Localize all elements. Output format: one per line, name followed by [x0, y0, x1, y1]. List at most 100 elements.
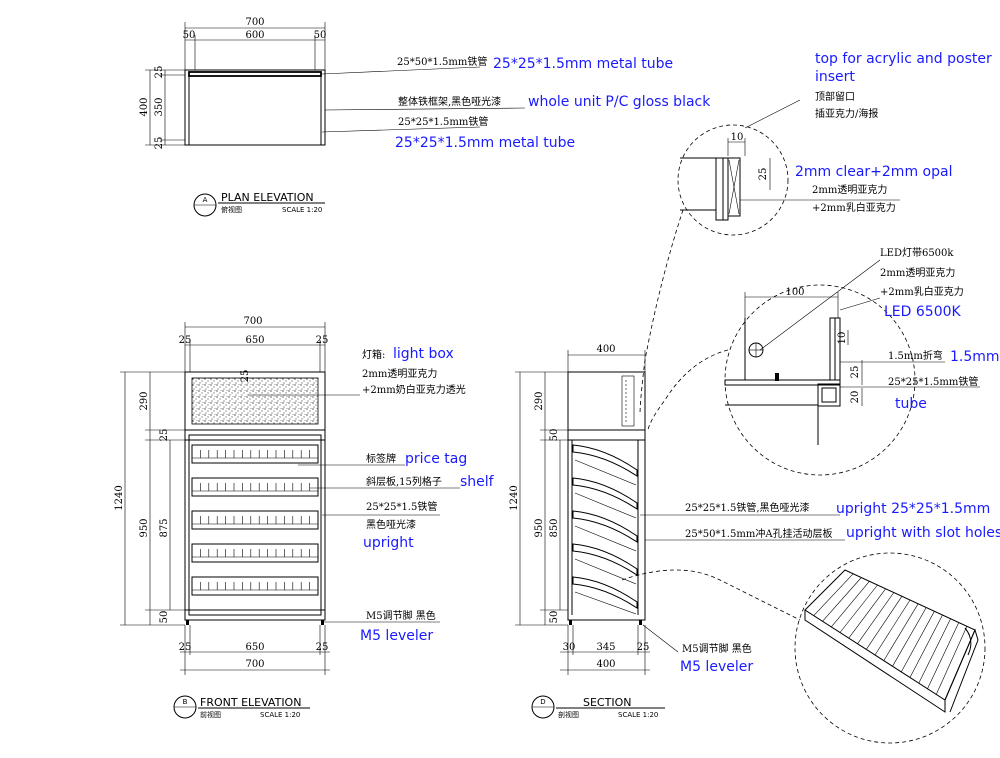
- detail-led: 100 LED灯带6500k 2mm透明亚克力 +2mm乳白亚克力 LED 65…: [647, 247, 1000, 476]
- section-shelf-3: [572, 510, 638, 543]
- section-dim-h-50a: 50: [549, 429, 560, 442]
- detail-led-dim-25: 25: [850, 366, 861, 379]
- section-shelf-1: [572, 444, 638, 477]
- front-dim-total-bot: 700: [245, 659, 264, 670]
- section-callout-leveler-cn: M5调节脚 黑色: [682, 642, 752, 655]
- section-dim-h-body: 950: [534, 518, 545, 537]
- detail-top-en-1: top for acrylic and poster: [815, 51, 992, 67]
- shelf-slat: [866, 596, 903, 650]
- section-title-cn: 剖视图: [558, 710, 579, 719]
- detail-led-cn-3: +2mm乳白亚克力: [880, 285, 964, 298]
- front-callout-black-cn: 黑色哑光漆: [366, 518, 416, 531]
- front-callout-lightbox-cn: 灯箱:: [362, 348, 385, 361]
- front-dim-w-left: 25: [179, 335, 192, 346]
- section-shelf-4: [572, 543, 638, 576]
- detail-top-cn-1: 顶部留口: [815, 90, 855, 103]
- shelf-slat: [883, 603, 919, 661]
- shelf-slat: [918, 618, 951, 684]
- section-title-letter: D: [540, 698, 545, 706]
- detail-led-dim-w: 100: [785, 287, 804, 298]
- front-shelf-5: [191, 576, 319, 596]
- front-elevation: 700 25 650 25 25 1240: [114, 316, 495, 719]
- lightbox-panel: [191, 377, 319, 425]
- detail-top-acrylic-cn-1: 2mm透明亚克力: [812, 183, 887, 196]
- detail-led-tube-en: tube: [895, 396, 927, 412]
- plan-callout-3-en: 25*25*1.5mm metal tube: [395, 135, 575, 151]
- front-callout-tube-cn: 25*25*1.5铁管: [366, 500, 437, 513]
- detail-top-acrylic-en: 2mm clear+2mm opal: [795, 164, 952, 180]
- front-dim-h-25: 25: [159, 429, 170, 442]
- front-callout-pricetag-en: price tag: [405, 451, 467, 467]
- section-dim-b-345: 345: [596, 642, 615, 653]
- section-dim-h-inner: 850: [549, 518, 560, 537]
- front-dim-b-left: 25: [179, 642, 192, 653]
- detail-top-cn-2: 插亚克力/海报: [815, 107, 878, 120]
- detail-led-dim-10: 10: [837, 332, 848, 345]
- plan-dim-h-top: 25: [154, 66, 165, 79]
- section-dim-b-25: 25: [637, 642, 650, 653]
- section-shelf-2: [572, 477, 638, 510]
- shelf-slat: [839, 584, 878, 633]
- front-mark-25: 25: [240, 370, 251, 383]
- detail-shelf: [621, 552, 986, 744]
- front-title-cn: 前视图: [200, 710, 221, 719]
- shelf-slat: [848, 588, 886, 639]
- front-dim-overall-h: 1240: [114, 485, 125, 510]
- front-shelf-4: [191, 543, 319, 563]
- section-callout-upright-en: upright 25*25*1.5mm: [836, 501, 990, 517]
- detail-led-bend-cn: 1.5mm折弯: [888, 349, 943, 362]
- section-shelves: [572, 444, 638, 615]
- front-dim-h-50: 50: [159, 611, 170, 624]
- section-callout-upright-cn: 25*25*1.5铁管,黑色哑光漆: [685, 501, 810, 514]
- front-title: FRONT ELEVATION: [200, 696, 301, 709]
- plan-outline: [184, 69, 326, 146]
- section-callout-leveler-en: M5 leveler: [680, 659, 753, 675]
- plan-dim-total: 700: [245, 17, 264, 28]
- section-callout-slot-en: upright with slot holes: [846, 525, 1000, 541]
- front-shelf-1: [191, 444, 319, 464]
- detail-led-cn-1: LED灯带6500k: [880, 247, 954, 259]
- shelf-slat: [831, 581, 870, 628]
- section-lightbox: [567, 371, 646, 431]
- section-dim-b-30: 30: [563, 642, 576, 653]
- plan-dim-middle: 600: [245, 30, 264, 41]
- plan-title-letter: A: [203, 196, 208, 204]
- front-shelves: [191, 444, 319, 596]
- shelf-slat: [901, 611, 935, 673]
- section-shelf-5: [572, 576, 638, 609]
- plan-dim-right: 50: [314, 30, 327, 41]
- section-dim-top-w: 400: [596, 344, 615, 355]
- section-dim-h-50b: 50: [549, 611, 560, 624]
- shelf-slat: [857, 592, 895, 644]
- front-dim-w-mid: 650: [245, 335, 264, 346]
- front-dim-b-right: 25: [316, 642, 329, 653]
- front-callout-upright-en: upright: [363, 535, 414, 551]
- section-callout-slot-cn: 25*50*1.5mm冲A孔挂活动层板: [685, 527, 833, 540]
- front-callout-leveler-cn: M5调节脚 黑色: [366, 609, 436, 622]
- shelf-slat: [822, 577, 862, 622]
- detail-top-dim-w: 10: [731, 132, 744, 143]
- plan-title-scale: SCALE 1:20: [282, 206, 322, 214]
- detail-top-dim-h: 25: [758, 168, 769, 181]
- section-view: 400 1240: [509, 344, 1000, 719]
- front-title-letter: B: [183, 698, 188, 706]
- shelf-slat: [936, 626, 968, 695]
- section-dim-overall-h: 1240: [509, 485, 520, 510]
- front-dim-b-mid: 650: [245, 642, 264, 653]
- section-title-scale: SCALE 1:20: [618, 711, 658, 719]
- plan-top-tube: [188, 71, 322, 77]
- front-callout-pricetag-cn: 标签牌: [366, 452, 396, 465]
- plan-callout-2-cn: 整体铁框架,黑色哑光漆: [398, 95, 501, 108]
- plan-dim-h-mid: 350: [154, 97, 165, 116]
- shelf-slat: [892, 607, 927, 667]
- front-shelf-2: [191, 477, 319, 497]
- plan-callout-3-cn: 25*25*1.5mm铁管: [398, 115, 488, 128]
- front-title-scale: SCALE 1:20: [260, 711, 300, 719]
- section-dim-b-total: 400: [596, 659, 615, 670]
- plan-title: PLAN ELEVATION: [221, 191, 314, 204]
- front-callout-shelf-cn: 斜层板,15列格子: [366, 475, 442, 488]
- detail-top-en-2: insert: [815, 69, 855, 85]
- front-callout-lightbox-en: light box: [393, 346, 454, 362]
- front-dim-h-box: 290: [139, 391, 150, 410]
